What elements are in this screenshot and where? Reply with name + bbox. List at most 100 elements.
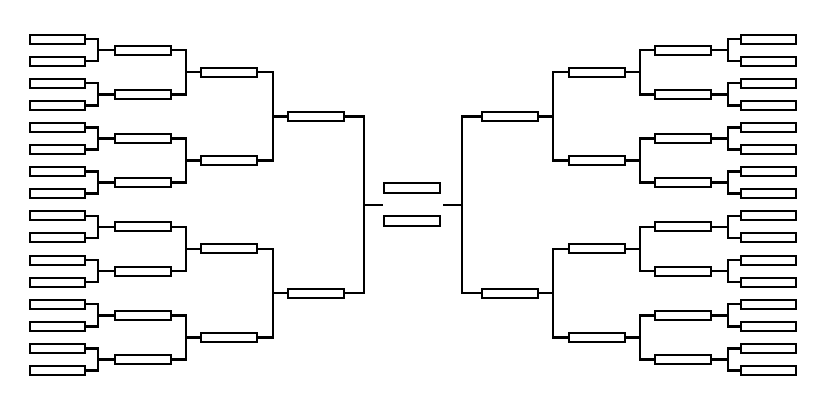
team-slot-left-round2-1 (114, 44, 172, 56)
team-slot-right-round1-11 (740, 254, 797, 266)
connector-line (443, 203, 464, 206)
connector-line (86, 302, 100, 306)
connector-line (271, 291, 287, 295)
connector-line (86, 192, 100, 195)
team-slot-right-round1-4 (740, 99, 797, 111)
connector-line (172, 314, 188, 317)
team-slot-left-round1-9 (29, 210, 86, 222)
finalist-slot-2 (383, 215, 441, 228)
connector-line (712, 358, 730, 361)
connector-line (86, 325, 100, 328)
connector-line (539, 115, 555, 118)
connector-line (86, 59, 100, 63)
connector-line (86, 369, 100, 372)
connector-line (712, 269, 730, 273)
team-slot-right-round3-3 (568, 243, 626, 255)
team-slot-left-round1-1 (29, 33, 86, 45)
connector-line (726, 192, 740, 195)
connector-line (86, 104, 100, 107)
team-slot-right-round1-10 (740, 232, 797, 244)
team-slot-right-round4-1 (481, 110, 539, 122)
team-slot-right-round2-3 (654, 132, 712, 144)
team-slot-right-round3-4 (568, 331, 626, 343)
team-slot-left-round1-7 (29, 166, 86, 178)
connector-line (712, 314, 730, 317)
connector-line (258, 70, 275, 74)
connector-line (258, 247, 275, 251)
team-slot-left-round1-13 (29, 298, 86, 310)
connector-line (460, 291, 481, 295)
team-slot-left-round4-2 (287, 287, 345, 299)
connector-line (726, 81, 740, 85)
team-slot-right-round1-15 (740, 342, 797, 354)
connector-line (172, 48, 188, 52)
connector-line (638, 314, 654, 317)
team-slot-left-round3-3 (200, 243, 258, 255)
team-slot-right-round1-7 (740, 166, 797, 178)
connector-line (726, 236, 740, 240)
connector-line (712, 137, 730, 140)
team-slot-left-round2-7 (114, 309, 172, 321)
connector-line (726, 170, 740, 173)
connector-line (638, 358, 654, 361)
team-slot-right-round1-5 (740, 121, 797, 133)
team-slot-left-round1-4 (29, 99, 86, 111)
connector-line (184, 247, 200, 251)
team-slot-left-round4-1 (287, 110, 345, 122)
connector-line (726, 280, 740, 284)
team-slot-left-round2-2 (114, 88, 172, 100)
connector-line (96, 93, 114, 96)
team-slot-left-round1-3 (29, 77, 86, 89)
team-slot-right-round3-1 (568, 66, 626, 78)
connector-line (626, 247, 642, 251)
team-slot-left-round2-6 (114, 265, 172, 277)
connector-line (726, 59, 740, 63)
connector-line (726, 126, 740, 129)
connector-line (726, 325, 740, 328)
team-slot-left-round1-11 (29, 254, 86, 266)
connector-line (712, 93, 730, 96)
team-slot-right-round1-1 (740, 33, 797, 45)
connector-line (86, 170, 100, 173)
connector-line (258, 159, 275, 162)
connector-line (172, 358, 188, 361)
connector-line (638, 181, 654, 184)
team-slot-right-round1-3 (740, 77, 797, 89)
connector-line (86, 37, 100, 41)
connector-line (172, 269, 188, 273)
connector-line (712, 181, 730, 184)
connector-line (726, 37, 740, 41)
connector-line (172, 137, 188, 140)
connector-line (460, 115, 481, 118)
team-slot-left-round2-4 (114, 177, 172, 189)
team-slot-left-round1-16 (29, 365, 86, 376)
team-slot-right-round2-8 (654, 353, 712, 365)
finalist-slot-1 (383, 182, 441, 195)
connector-line (172, 225, 188, 229)
connector-line (271, 115, 287, 118)
team-slot-left-round1-8 (29, 188, 86, 200)
connector-line (184, 159, 200, 162)
connector-line (86, 347, 100, 350)
team-slot-left-round1-15 (29, 342, 86, 354)
connector-line (96, 137, 114, 140)
team-slot-left-round3-2 (200, 155, 258, 167)
connector-line (726, 104, 740, 107)
connector-line (626, 70, 642, 74)
team-slot-left-round1-10 (29, 232, 86, 244)
connector-line (172, 93, 188, 96)
team-slot-right-round1-16 (740, 365, 797, 376)
team-slot-left-round1-6 (29, 144, 86, 155)
connector-line (172, 181, 188, 184)
connector-line (712, 48, 730, 52)
team-slot-left-round3-4 (200, 331, 258, 343)
team-slot-right-round1-6 (740, 144, 797, 155)
connector-line (638, 137, 654, 140)
connector-line (539, 291, 555, 295)
connector-line (726, 148, 740, 151)
team-slot-left-round2-8 (114, 353, 172, 365)
team-slot-left-round1-12 (29, 276, 86, 288)
team-slot-right-round1-14 (740, 320, 797, 332)
connector-line (638, 225, 654, 229)
